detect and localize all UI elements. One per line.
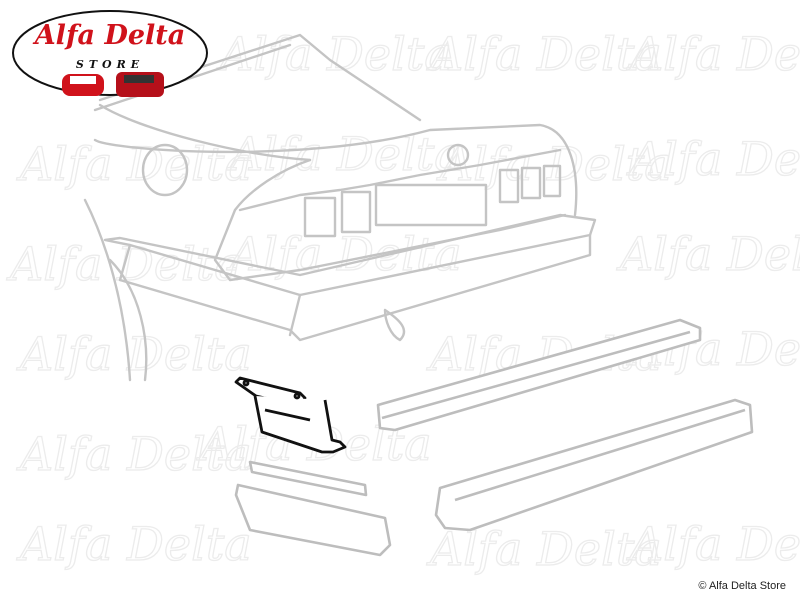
bumper-mounting-bracket[interactable] <box>234 376 347 454</box>
watermark-text: Alfa Delta <box>616 227 800 281</box>
bumper-rubber-strip <box>248 460 368 497</box>
logo[interactable]: Alfa Delta STORE <box>10 8 210 103</box>
watermark-text: Alfa Delta <box>626 517 800 571</box>
bumper-end-cap <box>234 483 392 557</box>
car-rear-outline <box>83 33 597 382</box>
watermark-text: Alfa Delta <box>16 427 252 481</box>
bumper-upper-rail <box>376 318 702 432</box>
logo-brand: Alfa Delta <box>34 20 186 51</box>
watermark-text: Alfa Delta <box>426 27 662 81</box>
watermark-text: Alfa Delta <box>16 517 252 571</box>
watermark-text: Alfa Delta <box>16 327 252 381</box>
copyright-notice: © Alfa Delta Store <box>698 580 786 592</box>
watermark-text: Alfa Delta <box>436 137 672 191</box>
watermark-text: Alfa Delta <box>626 27 800 81</box>
watermark-text: Alfa Delta <box>626 132 800 186</box>
rear-bumper-bar <box>434 398 754 532</box>
logo-subtitle: STORE <box>75 58 145 71</box>
watermark-text: Alfa Delta <box>226 227 462 281</box>
watermark-text: Alfa Delta <box>216 27 452 81</box>
logo-graphic <box>12 10 208 97</box>
